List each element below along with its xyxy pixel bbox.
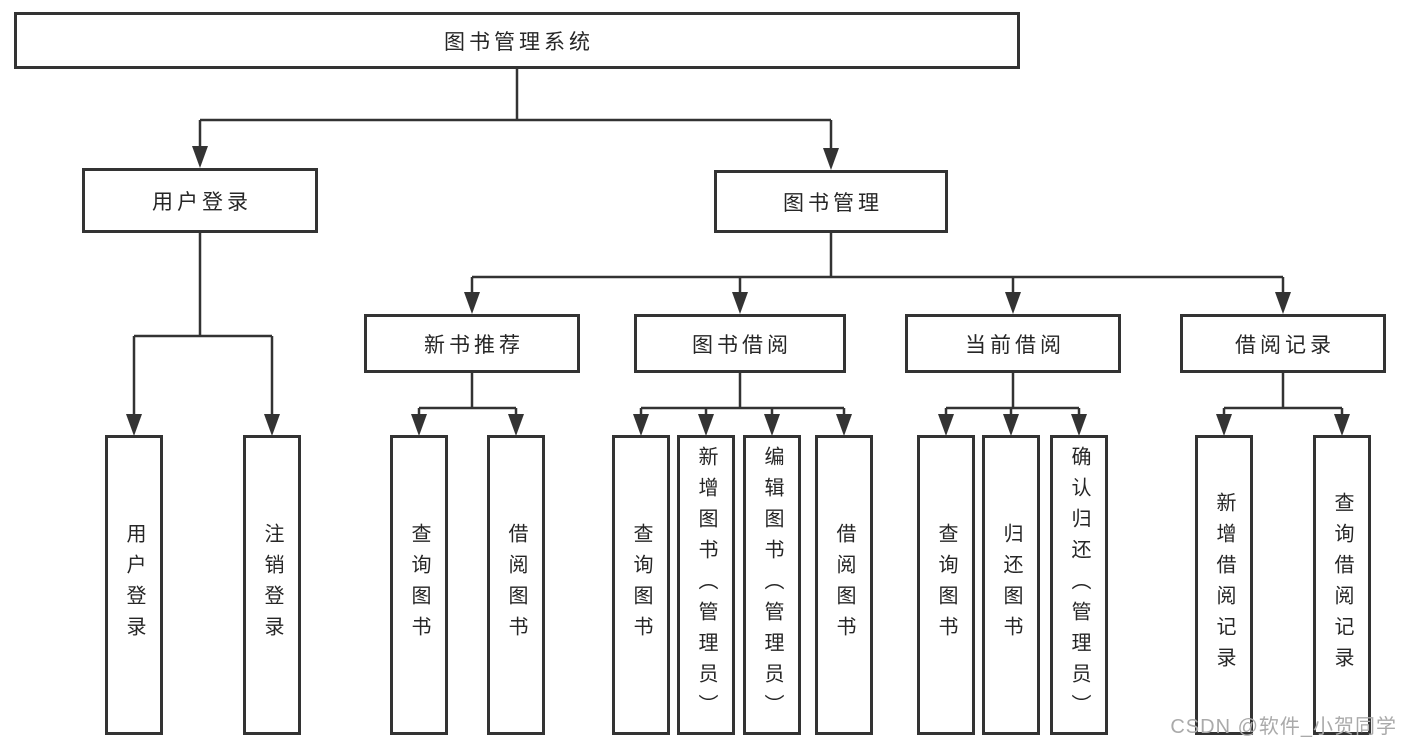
arrowhead (1005, 292, 1021, 314)
arrowhead (411, 414, 427, 436)
arrowhead (1216, 414, 1232, 436)
leaf-edit-books-admin: 编辑图书（管理员） (743, 435, 801, 735)
leaf-borrow-books-newbooks: 借阅图书 (487, 435, 545, 735)
arrowhead (938, 414, 954, 436)
arrowhead (1071, 414, 1087, 436)
arrowhead (192, 146, 208, 168)
node-borrowing-records: 借阅记录 (1180, 314, 1386, 373)
leaf-query-borrow-record: 查询借阅记录 (1313, 435, 1371, 735)
arrowhead (1275, 292, 1291, 314)
arrowhead (698, 414, 714, 436)
leaf-return-books: 归还图书 (982, 435, 1040, 735)
leaf-query-books-current: 查询图书 (917, 435, 975, 735)
arrowhead (508, 414, 524, 436)
leaf-confirm-return-admin: 确认归还（管理员） (1050, 435, 1108, 735)
arrowhead (264, 414, 280, 436)
csdn-watermark: CSDN @软件_小贺同学 (1170, 716, 1397, 738)
leaf-borrow-books-borrowing: 借阅图书 (815, 435, 873, 735)
arrowhead (633, 414, 649, 436)
leaf-query-books-newbooks: 查询图书 (390, 435, 448, 735)
leaf-query-books-borrowing: 查询图书 (612, 435, 670, 735)
arrowhead (836, 414, 852, 436)
arrowhead (823, 148, 839, 170)
node-current-borrowing: 当前借阅 (905, 314, 1121, 373)
node-book-management: 图书管理 (714, 170, 948, 233)
arrowhead (764, 414, 780, 436)
arrowhead (1334, 414, 1350, 436)
leaf-add-books-admin: 新增图书（管理员） (677, 435, 735, 735)
arrowhead (126, 414, 142, 436)
node-user-login: 用户登录 (82, 168, 318, 233)
node-book-borrowing: 图书借阅 (634, 314, 846, 373)
arrowhead (1003, 414, 1019, 436)
leaf-add-borrow-record: 新增借阅记录 (1195, 435, 1253, 735)
node-library-management-system: 图书管理系统 (14, 12, 1020, 69)
leaf-logout: 注销登录 (243, 435, 301, 735)
node-new-book-recommendation: 新书推荐 (364, 314, 580, 373)
leaf-user-login: 用户登录 (105, 435, 163, 735)
arrowhead (464, 292, 480, 314)
arrowhead (732, 292, 748, 314)
